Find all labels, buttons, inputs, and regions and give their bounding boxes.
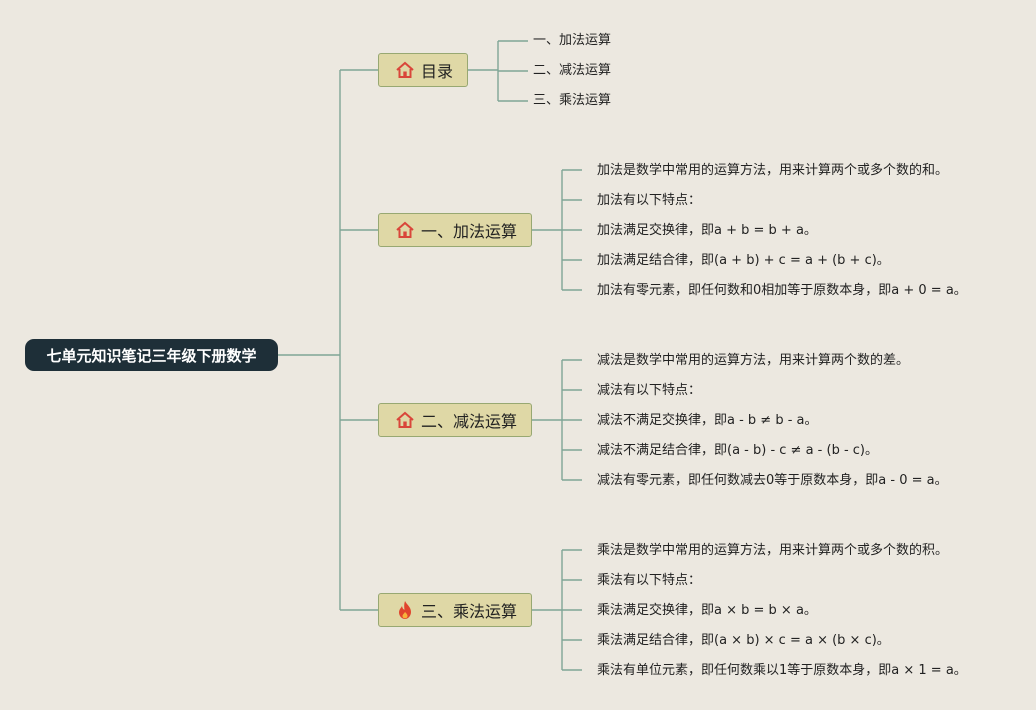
branch-node-subtraction[interactable]: 二、减法运算 bbox=[378, 403, 532, 437]
leaf-multiplication-item[interactable]: 乘法满足交换律，即a × b = b × a。 bbox=[597, 603, 817, 618]
leaf-subtraction-item[interactable]: 减法有零元素，即任何数减去0等于原数本身，即a - 0 = a。 bbox=[597, 473, 948, 488]
home-icon bbox=[395, 60, 415, 80]
branch-node-toc[interactable]: 目录 bbox=[378, 53, 468, 87]
leaf-subtraction-item[interactable]: 减法不满足结合律，即(a - b) - c ≠ a - (b - c)。 bbox=[597, 443, 878, 458]
branch-label: 二、减法运算 bbox=[421, 412, 518, 431]
branch-node-multiplication[interactable]: 三、乘法运算 bbox=[378, 593, 532, 627]
home-icon bbox=[395, 410, 415, 430]
leaf-multiplication-item[interactable]: 乘法满足结合律，即(a × b) × c = a × (b × c)。 bbox=[597, 633, 890, 648]
leaf-toc-item[interactable]: 一、加法运算 bbox=[533, 33, 612, 48]
leaf-subtraction-item[interactable]: 减法不满足交换律，即a - b ≠ b - a。 bbox=[597, 413, 818, 428]
branch-node-addition[interactable]: 一、加法运算 bbox=[378, 213, 532, 247]
leaf-addition-item[interactable]: 加法满足结合律，即(a + b) + c = a + (b + c)。 bbox=[597, 253, 890, 268]
leaf-toc-item[interactable]: 三、乘法运算 bbox=[533, 93, 612, 108]
home-icon bbox=[395, 220, 415, 240]
root-label: 七单元知识笔记三年级下册数学 bbox=[46, 346, 257, 365]
leaf-subtraction-item[interactable]: 减法有以下特点： bbox=[597, 383, 702, 398]
leaf-toc-item[interactable]: 二、减法运算 bbox=[533, 63, 612, 78]
leaf-addition-item[interactable]: 加法是数学中常用的运算方法，用来计算两个或多个数的和。 bbox=[597, 163, 949, 178]
leaf-subtraction-item[interactable]: 减法是数学中常用的运算方法，用来计算两个数的差。 bbox=[597, 353, 910, 368]
leaf-multiplication-item[interactable]: 乘法有单位元素，即任何数乘以1等于原数本身，即a × 1 = a。 bbox=[597, 663, 967, 678]
leaf-addition-item[interactable]: 加法满足交换律，即a + b = b + a。 bbox=[597, 223, 817, 238]
leaf-addition-item[interactable]: 加法有以下特点： bbox=[597, 193, 702, 208]
branch-label: 三、乘法运算 bbox=[421, 602, 518, 621]
branch-label: 一、加法运算 bbox=[421, 222, 518, 241]
root-node[interactable]: 七单元知识笔记三年级下册数学 bbox=[25, 339, 278, 371]
fire-icon bbox=[395, 600, 415, 620]
leaf-multiplication-item[interactable]: 乘法有以下特点： bbox=[597, 573, 702, 588]
leaf-multiplication-item[interactable]: 乘法是数学中常用的运算方法，用来计算两个或多个数的积。 bbox=[597, 543, 949, 558]
leaf-addition-item[interactable]: 加法有零元素，即任何数和0相加等于原数本身，即a + 0 = a。 bbox=[597, 283, 967, 298]
branch-label: 目录 bbox=[421, 62, 454, 81]
